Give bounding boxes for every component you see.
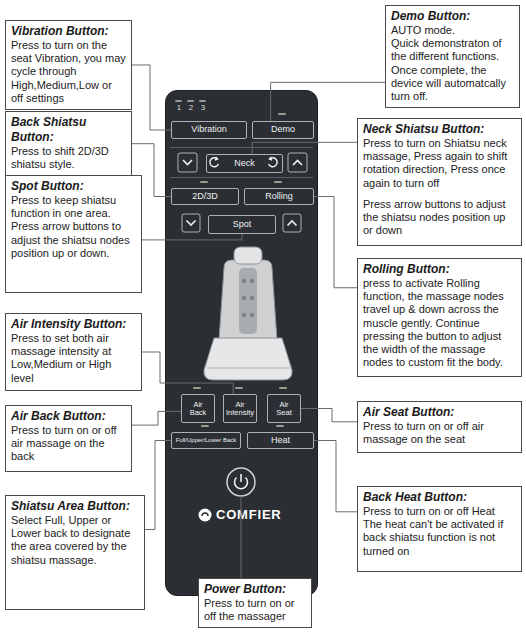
logo-mark: [202, 513, 208, 516]
callout-heading: Power Button:: [204, 582, 306, 597]
callout-box: Air Back Button:Press to turn on or off …: [5, 405, 132, 472]
remote-button: Full/Upper/Lower Back: [171, 432, 241, 449]
callout-box: Air Intensity Button:Press to set both a…: [5, 313, 142, 391]
callout-box: Spot Button:Press to keep shiatsu functi…: [5, 175, 142, 293]
indicator-number: 1: [175, 104, 183, 112]
shiatsu-node: [242, 313, 246, 317]
callout-heading: Air Seat Button:: [363, 405, 516, 420]
callout-box: Demo Button:AUTO mode.Quick demonstraton…: [385, 5, 520, 108]
callout-box: Back Heat Button:Press to turn on or off…: [357, 486, 522, 572]
callout-text: Press to turn on or off Heat: [363, 505, 516, 518]
callout-text: Press to keep shiatsu function in one ar…: [11, 194, 136, 260]
callout-box: Back Shiatsu Button:Press to shift 2D/3D…: [5, 111, 132, 176]
button-label: Air Intensity: [226, 401, 254, 417]
indicator-light: [280, 387, 286, 389]
remote-button: Heat: [247, 432, 314, 449]
logo-icon: [199, 509, 212, 522]
callout-heading: Air Intensity Button:: [11, 317, 136, 332]
callout-text: Press to turn on the seat Vibration, you…: [11, 39, 126, 105]
indicator-light: [176, 100, 181, 102]
button-label: Neck: [234, 159, 255, 168]
logo-text: COMFIER: [216, 507, 282, 522]
remote-button: Demo: [252, 121, 314, 139]
callout-text: Press to turn on or off air massage on t…: [11, 424, 126, 464]
logo-mark: [199, 509, 212, 522]
button-label: Rolling: [265, 192, 293, 201]
callout-heading: Shiatsu Area Button:: [11, 499, 139, 514]
shiatsu-node: [250, 296, 254, 300]
callout-box: Power Button:Press to turn on or off the…: [198, 578, 312, 628]
indicator-light: [236, 387, 242, 389]
button-label: Vibration: [191, 125, 226, 134]
leader-line: [314, 197, 357, 288]
callout-heading: Back Shiatsu Button:: [11, 115, 126, 145]
leader-line: [314, 441, 357, 512]
callout-text: press to activate Rolling function, the …: [363, 277, 516, 369]
callout-text: Press to turn on or off air massage on t…: [363, 420, 516, 446]
seat-edge: [207, 368, 290, 369]
remote-button: Spot: [208, 215, 276, 234]
callout-text: The heat can't be activated if back shia…: [363, 518, 516, 558]
callout-heading: Air Back Button:: [11, 409, 126, 424]
callout-heading: Rolling Button:: [363, 262, 516, 277]
shiatsu-node: [242, 279, 246, 283]
callout-text: Press to turn on or off the massager: [204, 597, 306, 623]
callout-heading: Spot Button:: [11, 179, 136, 194]
callout-text: AUTO mode.: [391, 24, 514, 37]
remote-button: Rolling: [244, 188, 314, 205]
callout-heading: Back Heat Button:: [363, 490, 516, 505]
indicator-light: [188, 100, 193, 102]
remote-button: Neck: [206, 154, 283, 173]
remote-button: Air Back: [181, 394, 215, 423]
button-label: 2D/3D: [192, 192, 218, 201]
shiatsu-node: [242, 296, 246, 300]
separator-line: [170, 177, 313, 178]
callout-text: Press to set both air massage intensity …: [11, 332, 136, 385]
shiatsu-track: [239, 268, 257, 334]
indicator-light: [279, 113, 285, 115]
separator-line: [170, 147, 313, 148]
callout-box: Air Seat Button:Press to turn on or off …: [357, 401, 522, 453]
remote-button: Air Seat: [267, 394, 301, 423]
callout-heading: Vibration Button:: [11, 24, 126, 39]
indicator-number: 2: [187, 104, 195, 112]
remote-button: Air Intensity: [223, 394, 257, 423]
chair-seat: [204, 338, 292, 380]
callout-text: Press arrow buttons to adjust the shiats…: [363, 198, 516, 238]
button-label: Spot: [233, 220, 252, 229]
callout-text: Press to shift 2D/3D shiatsu style.: [11, 145, 126, 171]
indicator-light: [275, 181, 281, 183]
callout-box: Vibration Button:Press to turn on the se…: [5, 20, 132, 110]
indicator-light: [202, 425, 208, 427]
chair-headrest: [234, 247, 262, 264]
callout-text: Select Full, Upper or Lower back to desi…: [11, 514, 139, 567]
callout-text: Press to turn on Shiatsu neck massage, P…: [363, 137, 516, 190]
button-label: Demo: [271, 125, 295, 134]
callout-heading: Demo Button:: [391, 9, 514, 24]
indicator-light: [201, 181, 207, 183]
power-symbol: [240, 474, 242, 482]
shiatsu-node: [250, 279, 254, 283]
button-label: Heat: [271, 436, 290, 445]
remote-button: 2D/3D: [171, 188, 239, 205]
shiatsu-nodes: [242, 279, 254, 317]
callout-box: Neck Shiatsu Button:Press to turn on Shi…: [357, 118, 522, 246]
shiatsu-node: [250, 313, 254, 317]
callout-heading: Neck Shiatsu Button:: [363, 122, 516, 137]
callout-box: Rolling Button:press to activate Rolling…: [357, 258, 522, 377]
indicator-light: [194, 387, 200, 389]
indicator-number: 3: [199, 104, 207, 112]
indicator-light: [277, 425, 283, 427]
leader-line: [241, 496, 242, 578]
callout-box: Shiatsu Area Button:Select Full, Upper o…: [5, 495, 145, 610]
indicator-light: [200, 100, 205, 102]
remote-button: Vibration: [171, 121, 247, 139]
button-label: Full/Upper/Lower Back: [176, 437, 237, 443]
callout-text: Quick demonstraton of the different func…: [391, 37, 514, 103]
button-label: Air Seat: [276, 401, 291, 417]
chair-back: [219, 260, 277, 340]
button-label: Air Back: [190, 401, 207, 417]
